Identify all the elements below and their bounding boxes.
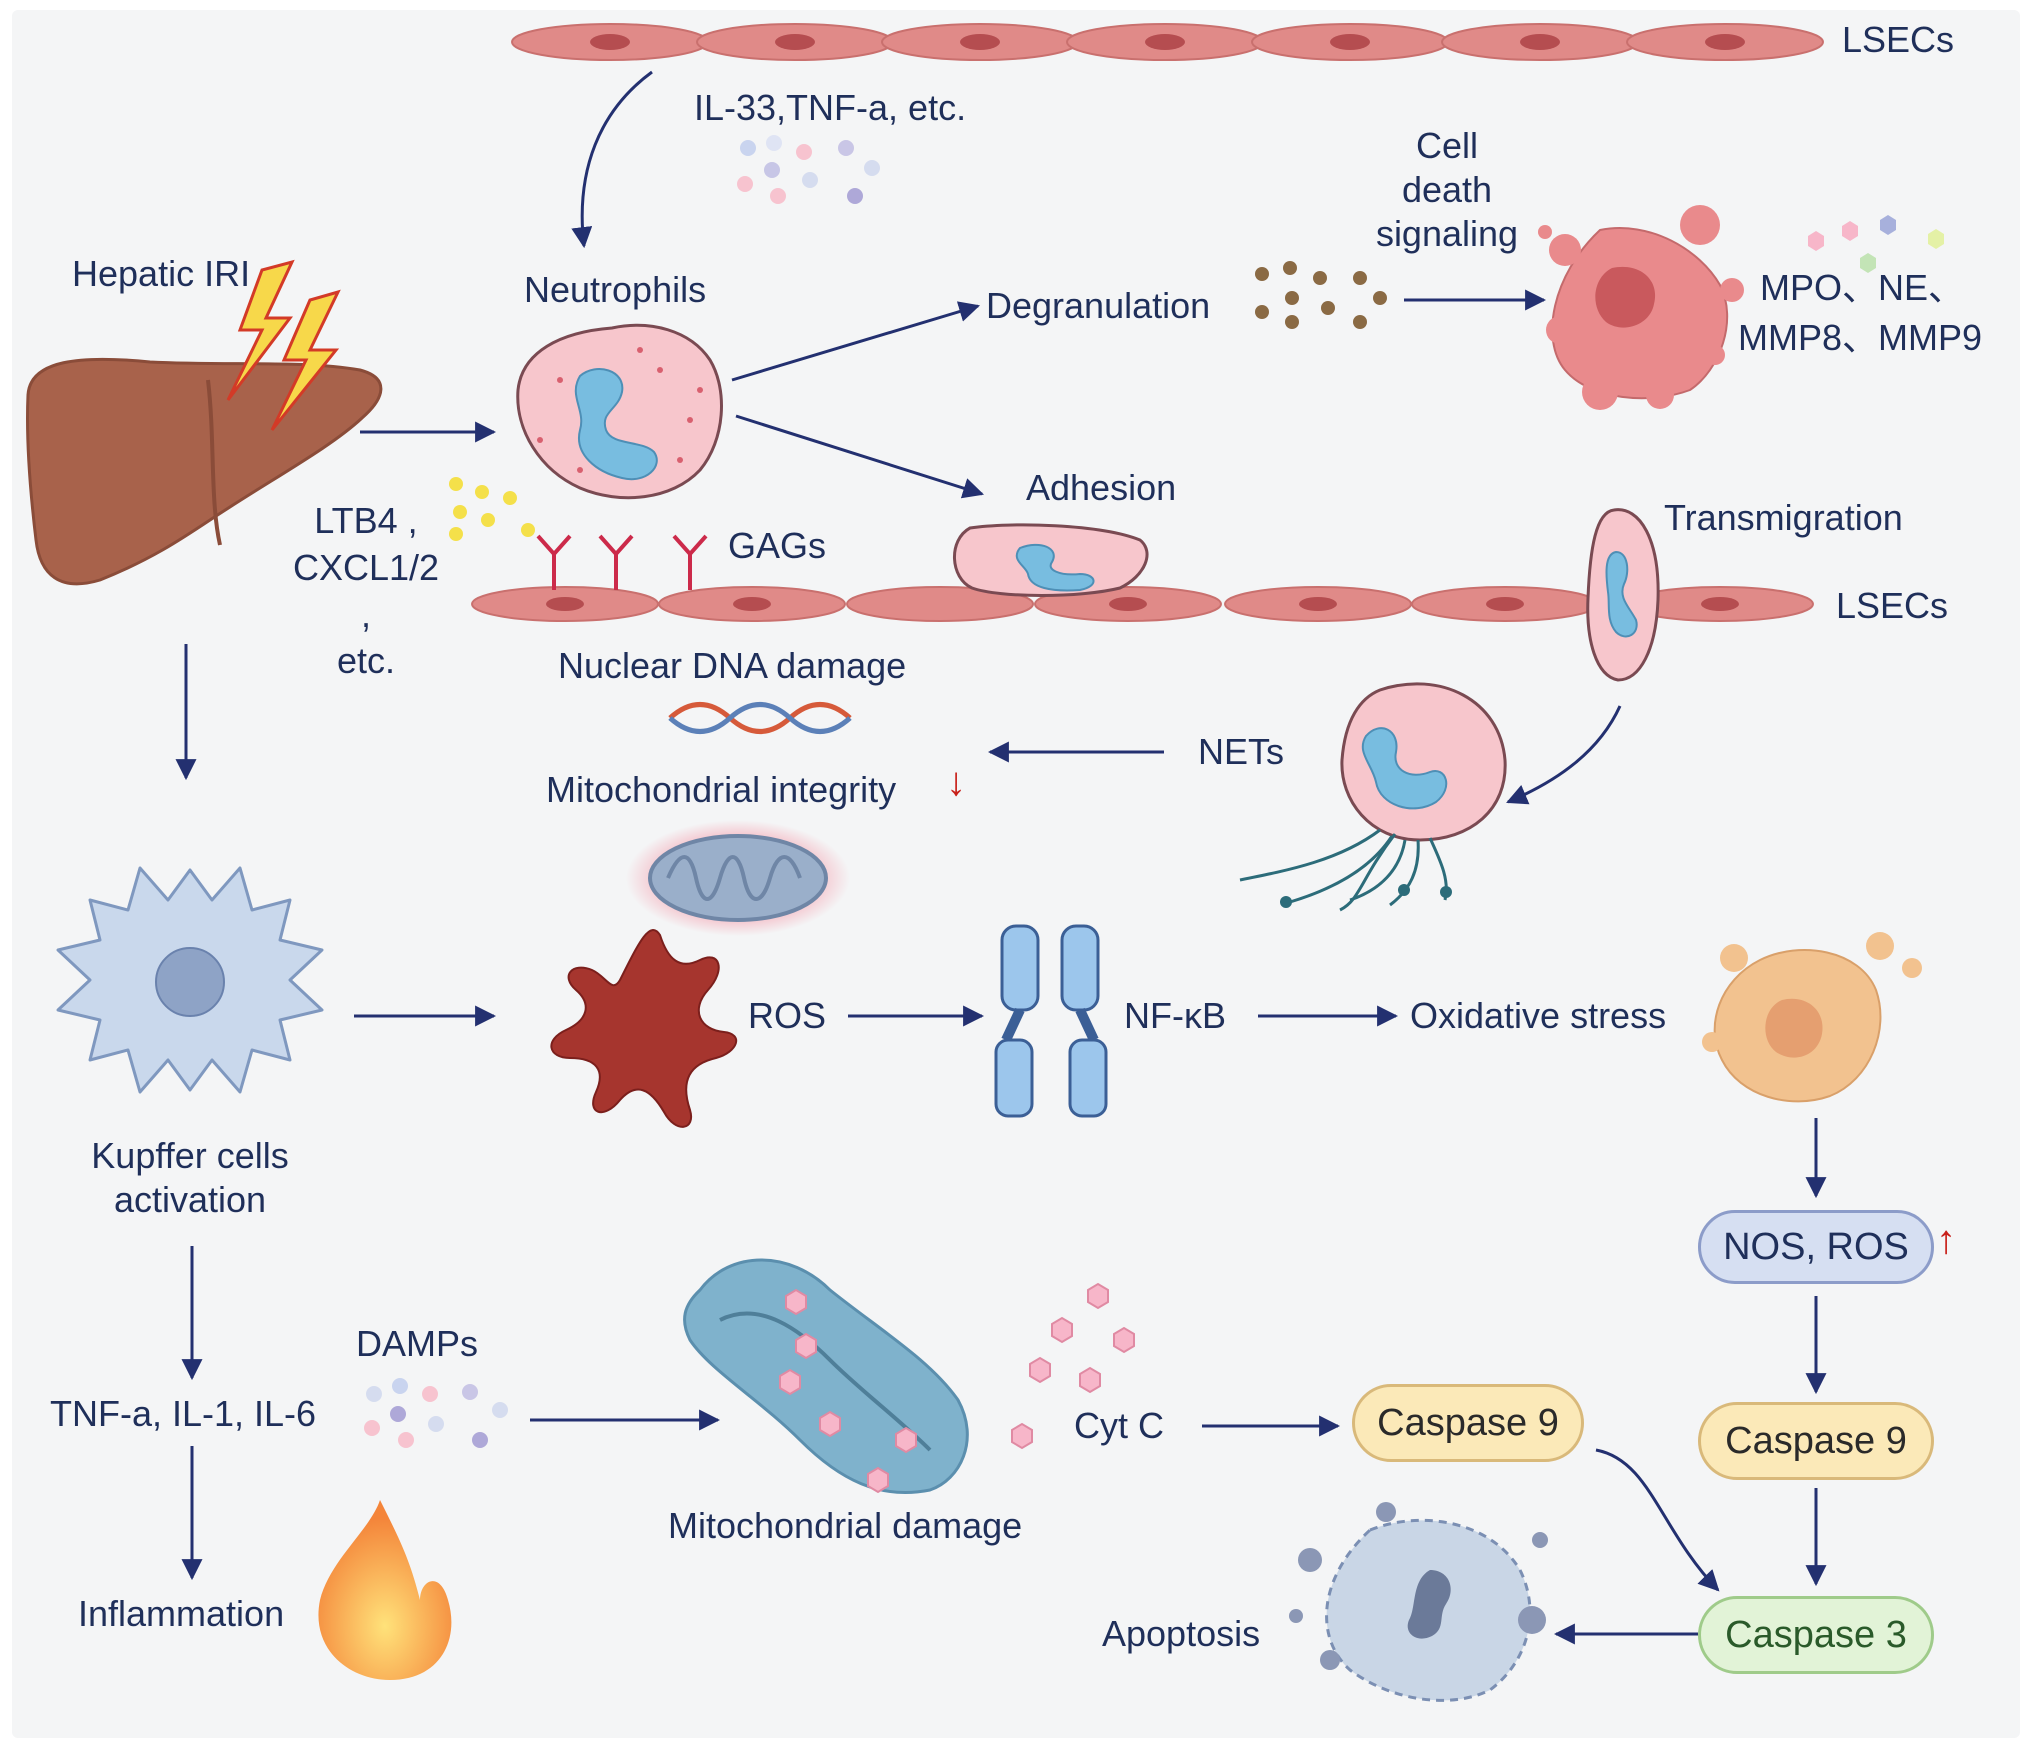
ros-producing-cell xyxy=(550,929,738,1128)
nos-ros-pill: NOS, ROS xyxy=(1698,1210,1934,1284)
dying-cell-blebs xyxy=(1538,205,1744,410)
mitochondrial-damage-label: Mitochondrial damage xyxy=(668,1505,1023,1546)
transmigration-label: Transmigration xyxy=(1664,497,1903,538)
cyt-c-label: Cyt C xyxy=(1074,1405,1164,1446)
enzyme-hexagons xyxy=(1808,215,1944,273)
lsec-layer-top xyxy=(511,23,1824,61)
cell-death-signaling-label: Cell death signaling xyxy=(1375,125,1519,254)
nets-label: NETs xyxy=(1198,731,1285,772)
oxidative-stress-label: Oxidative stress xyxy=(1410,995,1667,1036)
nets-neutrophil xyxy=(1239,682,1507,912)
degranulation-particles xyxy=(1255,261,1387,329)
enzymes-label-line2: MMP8、MMP9 xyxy=(1738,317,1983,358)
gags-label: GAGs xyxy=(728,525,827,566)
apoptosis-label: Apoptosis xyxy=(1102,1613,1261,1654)
cytokine-particles xyxy=(737,135,880,204)
increase-arrow-icon: ↑ xyxy=(1936,1218,1956,1262)
nfkb-label: NF-κB xyxy=(1124,995,1226,1036)
neutrophil-cell xyxy=(516,323,723,500)
oxidative-stress-cell xyxy=(1702,932,1922,1103)
degranulation-label: Degranulation xyxy=(986,285,1211,326)
caspase9-right-pill: Caspase 9 xyxy=(1698,1402,1934,1480)
fire-icon xyxy=(318,1500,452,1680)
cytochrome-c-hexagons xyxy=(1011,1282,1135,1450)
nuclear-dna-damage-label: Nuclear DNA damage xyxy=(558,645,907,686)
adhering-neutrophil xyxy=(953,523,1149,597)
damps-particles xyxy=(364,1378,508,1448)
chemokine-particles xyxy=(449,477,535,541)
enzymes-label-line1: MPO、NE、 xyxy=(1760,267,1965,308)
dna-helix-icon xyxy=(668,702,852,734)
mitochondrial-damage-icon xyxy=(683,1258,969,1495)
hepatic-iri-label: Hepatic IRI xyxy=(72,253,251,294)
caspase9-center-pill: Caspase 9 xyxy=(1352,1384,1584,1462)
nfkb-protein xyxy=(994,924,1108,1118)
chemokines-label: LTB4 , CXCL1/2 , etc. xyxy=(292,500,440,682)
pathway-arrows xyxy=(175,70,1827,1645)
apoptotic-cell xyxy=(1289,1502,1548,1702)
cytokines-bottom-label: TNF-a, IL-1, IL-6 xyxy=(50,1393,317,1434)
mitochondrial-integrity-label: Mitochondrial integrity xyxy=(546,769,897,810)
gags-receptors xyxy=(536,534,708,590)
cytokines-label: IL-33,TNF-a, etc. xyxy=(694,87,967,128)
adhesion-label: Adhesion xyxy=(1026,467,1177,508)
damps-label: DAMPs xyxy=(356,1323,479,1364)
caspase3-pill: Caspase 3 xyxy=(1698,1596,1934,1674)
lsecs-top-label: LSECs xyxy=(1842,19,1955,60)
liver-illustration xyxy=(25,357,383,586)
transmigrating-neutrophil xyxy=(1586,508,1660,682)
lsecs-bottom-label: LSECs xyxy=(1836,585,1949,626)
kupffer-cells-label: Kupffer cells activation xyxy=(91,1135,289,1220)
kupffer-cell xyxy=(56,866,324,1094)
ros-label: ROS xyxy=(748,995,827,1036)
decrease-arrow-icon: ↓ xyxy=(946,760,966,804)
lsec-layer-bottom xyxy=(471,586,1814,622)
inflammation-label: Inflammation xyxy=(78,1593,285,1634)
lightning-icon xyxy=(226,259,341,431)
mitochondrion-integrity-icon xyxy=(626,820,850,936)
neutrophils-label: Neutrophils xyxy=(524,269,707,310)
